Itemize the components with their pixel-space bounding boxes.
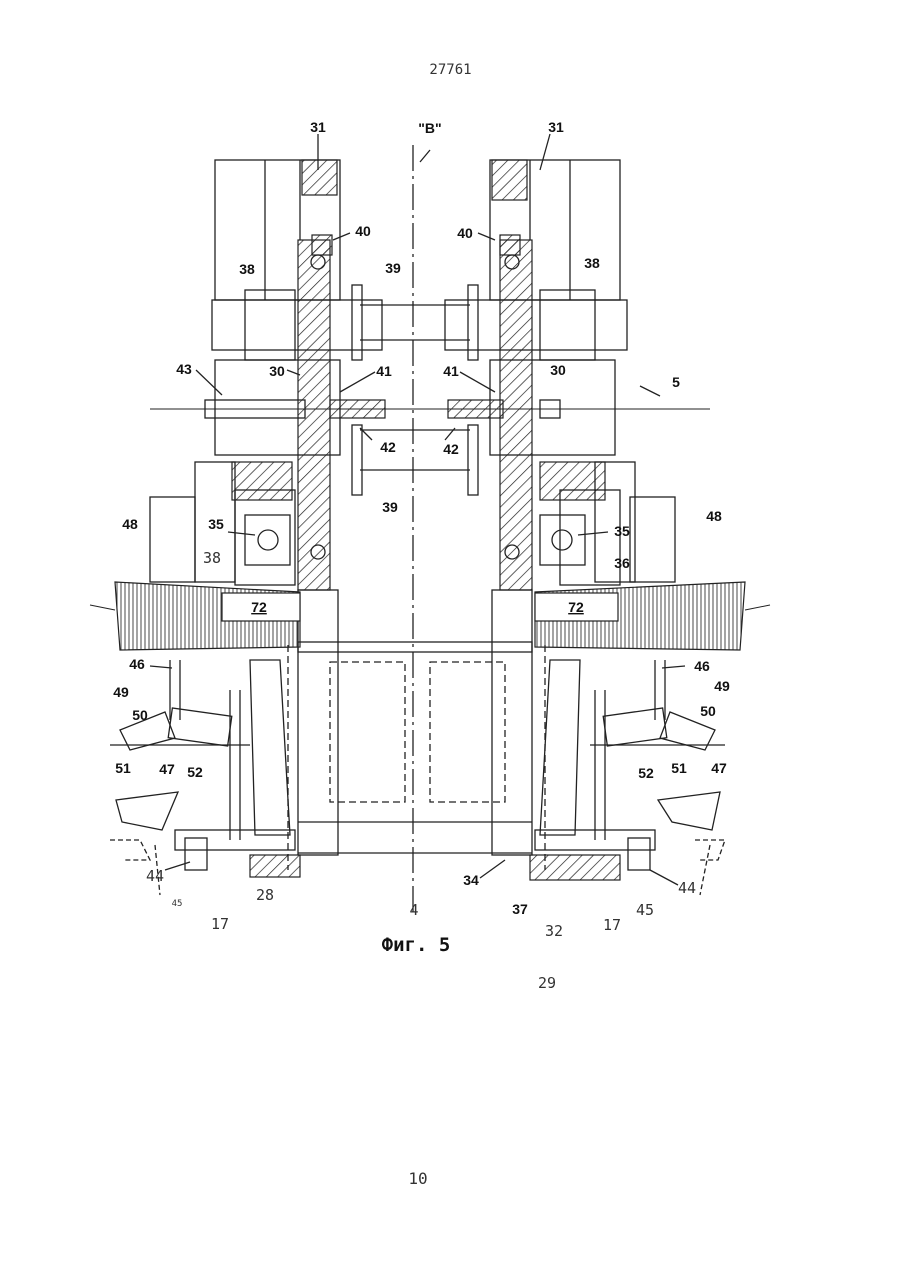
label-72-right: 72 bbox=[568, 599, 584, 615]
label-36: 36 bbox=[614, 555, 630, 571]
label-39-bottom: 39 bbox=[382, 499, 398, 515]
label-40-right: 40 bbox=[457, 225, 473, 241]
label-47-right: 47 bbox=[711, 760, 727, 776]
label-axis-b: "B" bbox=[418, 120, 441, 136]
drawing-lines bbox=[110, 134, 725, 915]
brush-segments bbox=[90, 582, 770, 650]
reference-labels: "B" 31 31 40 40 38 38 39 43 30 41 41 30 … bbox=[113, 119, 730, 992]
label-35-left: 35 bbox=[208, 516, 224, 532]
label-45-left: 45 bbox=[172, 899, 183, 909]
label-30-right: 30 bbox=[550, 362, 566, 378]
label-44-left: 44 bbox=[146, 867, 164, 885]
label-46-left: 46 bbox=[129, 656, 145, 672]
label-48-right: 48 bbox=[706, 508, 722, 524]
label-31-left: 31 bbox=[310, 119, 326, 135]
label-17-left: 17 bbox=[211, 915, 229, 933]
label-41-right: 41 bbox=[443, 363, 459, 379]
label-40-left: 40 bbox=[355, 223, 371, 239]
label-52-right: 52 bbox=[638, 765, 654, 781]
label-30-left: 30 bbox=[269, 363, 285, 379]
label-34: 34 bbox=[463, 872, 479, 888]
label-46-right: 46 bbox=[694, 658, 710, 674]
label-51-left: 51 bbox=[115, 760, 131, 776]
figure-caption: Фиг. 5 bbox=[382, 934, 451, 956]
label-42-left: 42 bbox=[380, 439, 396, 455]
label-39-top: 39 bbox=[385, 260, 401, 276]
label-52-left: 52 bbox=[187, 764, 203, 780]
label-31-right: 31 bbox=[548, 119, 564, 135]
label-47-left: 47 bbox=[159, 761, 175, 777]
label-45-right: 45 bbox=[636, 901, 654, 919]
label-38-lower: 38 bbox=[203, 549, 221, 567]
label-37: 37 bbox=[512, 901, 528, 917]
label-28: 28 bbox=[256, 886, 274, 904]
label-49-right: 49 bbox=[714, 678, 730, 694]
label-32: 32 bbox=[545, 922, 563, 940]
label-72-left: 72 bbox=[251, 599, 267, 615]
label-5: 5 bbox=[672, 374, 680, 390]
label-50-right: 50 bbox=[700, 703, 716, 719]
label-49-left: 49 bbox=[113, 684, 129, 700]
label-48-left: 48 bbox=[122, 516, 138, 532]
label-35-right: 35 bbox=[614, 523, 630, 539]
label-51-right: 51 bbox=[671, 760, 687, 776]
label-38-left: 38 bbox=[239, 261, 255, 277]
label-41-left: 41 bbox=[376, 363, 392, 379]
label-29: 29 bbox=[538, 974, 556, 992]
label-38-right: 38 bbox=[584, 255, 600, 271]
label-43: 43 bbox=[176, 361, 192, 377]
label-4: 4 bbox=[409, 901, 418, 919]
label-50-left: 50 bbox=[132, 707, 148, 723]
label-44-right: 44 bbox=[678, 879, 696, 897]
label-17-right: 17 bbox=[603, 916, 621, 934]
label-42-right: 42 bbox=[443, 441, 459, 457]
page-number: 10 bbox=[0, 1169, 836, 1188]
